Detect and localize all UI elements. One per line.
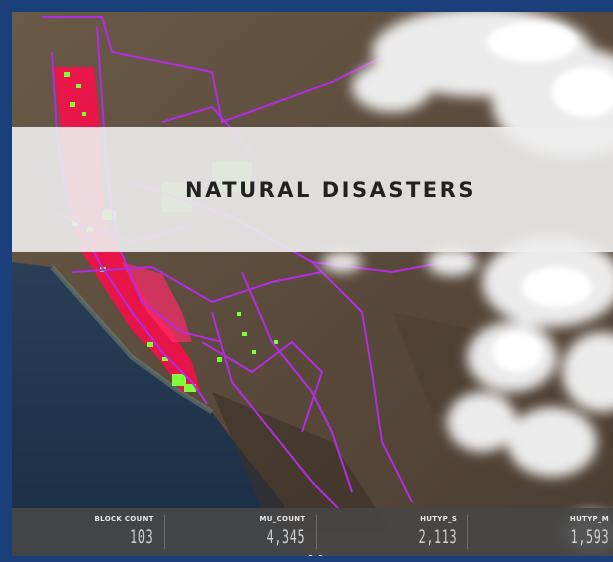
pager-dot-2[interactable] bbox=[318, 555, 323, 556]
title-banner: NATURAL DISASTERS bbox=[12, 127, 613, 252]
stat-value: 4,345 bbox=[266, 526, 306, 548]
stat-hutyp-s: HUTYP_S 2,113 bbox=[315, 508, 468, 556]
stat-label: BLOCK COUNT bbox=[94, 515, 154, 523]
stats-bar: BLOCK COUNT 103 MU_COUNT 4,345 HUTYP_S 2… bbox=[12, 508, 613, 556]
stat-value: 2,113 bbox=[418, 526, 458, 548]
stat-label: HUTYP_M bbox=[569, 515, 609, 523]
stat-label: MU_COUNT bbox=[259, 515, 306, 523]
pager-dot-1[interactable] bbox=[308, 555, 313, 556]
boundary-lines bbox=[42, 16, 473, 513]
satellite-map[interactable] bbox=[12, 12, 613, 556]
stat-mu-count: MU_COUNT 4,345 bbox=[163, 508, 316, 556]
stat-block-count: BLOCK COUNT 103 bbox=[12, 508, 164, 556]
ocean-area bbox=[12, 262, 309, 556]
pager-dots bbox=[12, 555, 613, 556]
stat-value: 1,593 bbox=[570, 526, 609, 548]
stat-label: HUTYP_S bbox=[420, 515, 458, 523]
stat-value: 103 bbox=[130, 526, 154, 548]
map-canvas bbox=[12, 12, 613, 556]
banner-title: NATURAL DISASTERS bbox=[185, 177, 476, 202]
stat-hutyp-m: HUTYP_M 1,593 bbox=[467, 508, 613, 556]
